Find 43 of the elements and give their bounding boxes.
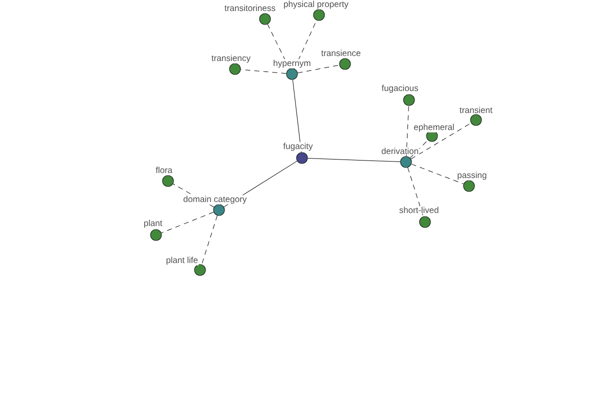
node-dot [470,114,482,126]
connector-line [411,164,464,184]
node-dot [162,175,174,187]
node-dot [419,216,431,228]
node-dot [400,156,412,168]
node-dot [403,94,415,106]
node-label: plant life [165,256,199,266]
node-dot [194,264,206,276]
node-label: domain category [182,195,248,204]
node-dot [339,58,351,70]
node-label: ephemeral [413,123,455,132]
node-label: transience [320,49,362,57]
node-dot [213,204,225,216]
node-label: derivation [380,147,420,155]
node-label: fugacity [282,142,314,152]
connector-line [308,158,400,162]
connector-line [202,215,218,265]
connector-line [410,140,428,158]
node-dot [150,229,162,241]
node-dot [463,180,475,192]
node-label: hypernym [272,59,312,68]
node-dot [259,13,271,25]
connector-line [292,80,302,152]
node-dot [296,152,308,164]
node-label: flora [155,166,173,174]
node-label: transitoriness [224,4,276,12]
connector-line [297,64,340,74]
connector-line [267,24,290,70]
connector-line [161,212,214,234]
node-dot [229,63,241,75]
node-label: transiency [210,54,252,64]
node-label: transient [458,106,494,114]
node-label: fugacious [381,84,419,94]
connector-line [406,106,409,156]
node-label: short-lived [398,206,440,214]
node-dot [313,9,325,21]
node-label: passing [456,171,488,180]
connector-line [410,122,472,160]
node-dot [286,68,298,80]
node-label: plant [143,219,163,228]
connector-line [408,167,424,217]
connector-line [240,69,286,74]
node-label: physical property [282,0,350,10]
